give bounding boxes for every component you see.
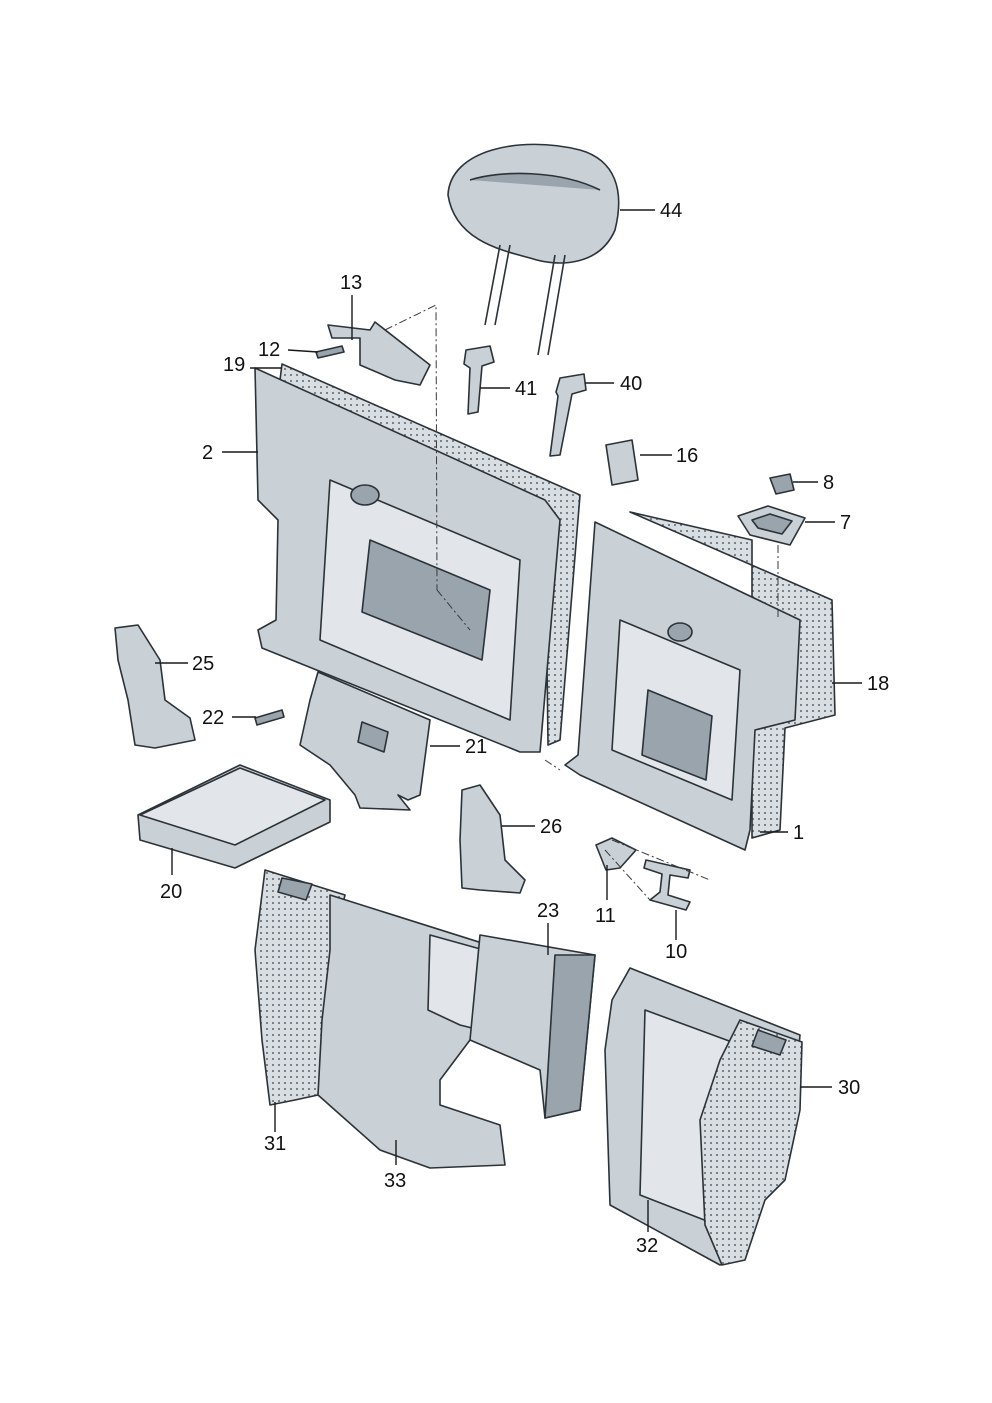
callout-18: 18 [867, 673, 889, 695]
callout-33: 33 [384, 1170, 406, 1192]
bracket-part-13 [327, 321, 431, 386]
plate-part-21 [299, 671, 431, 811]
callout-2: 2 [202, 442, 213, 464]
callout-20: 20 [160, 881, 182, 903]
headrest-guide-part-40 [549, 373, 587, 457]
callout-30: 30 [838, 1077, 860, 1099]
screw-part-12 [315, 345, 345, 359]
callout-31: 31 [264, 1133, 286, 1155]
callout-11: 11 [595, 905, 616, 927]
backrest-pad-part-18 [629, 511, 836, 839]
callout-16: 16 [676, 445, 698, 467]
panel-part-23 [469, 934, 596, 1119]
callout-22: 22 [202, 707, 224, 729]
callout-19: 19 [223, 354, 245, 376]
callout-32: 32 [636, 1235, 658, 1257]
callout-8: 8 [823, 472, 834, 494]
callout-1: 1 [793, 822, 804, 844]
cushion-part-20 [137, 764, 331, 869]
bracket-part-25 [114, 624, 196, 749]
leader-lines [155, 209, 862, 1232]
handle-part-10 [643, 859, 691, 911]
callout-21: 21 [465, 736, 487, 758]
callout-41: 41 [515, 378, 537, 400]
screw-part-22 [254, 709, 285, 726]
headrest-part [447, 143, 620, 356]
backrest-frame-right-part-1 [564, 521, 801, 851]
callout-10: 10 [665, 941, 687, 963]
callout-44: 44 [660, 200, 682, 222]
escutcheon-part-7 [737, 505, 806, 546]
latch-part-11 [595, 837, 637, 871]
bracket-part-26 [459, 784, 526, 894]
callout-26: 26 [540, 816, 562, 838]
clip-part-16 [605, 439, 639, 486]
callout-25: 25 [192, 653, 214, 675]
backrest-frame-left-part-2 [254, 367, 561, 753]
callout-40: 40 [620, 373, 642, 395]
callout-13: 13 [340, 272, 362, 294]
callout-7: 7 [840, 512, 851, 534]
side-cover-part-30 [699, 1019, 803, 1266]
callout-23: 23 [537, 900, 559, 922]
callout-12: 12 [258, 339, 280, 361]
callout-labels: 44 13 12 19 41 40 2 16 8 7 25 18 22 21 1… [160, 200, 889, 1257]
assembly-lines [384, 304, 779, 901]
clip-part-8 [769, 473, 795, 495]
headrest-guide-part-41 [463, 345, 495, 415]
